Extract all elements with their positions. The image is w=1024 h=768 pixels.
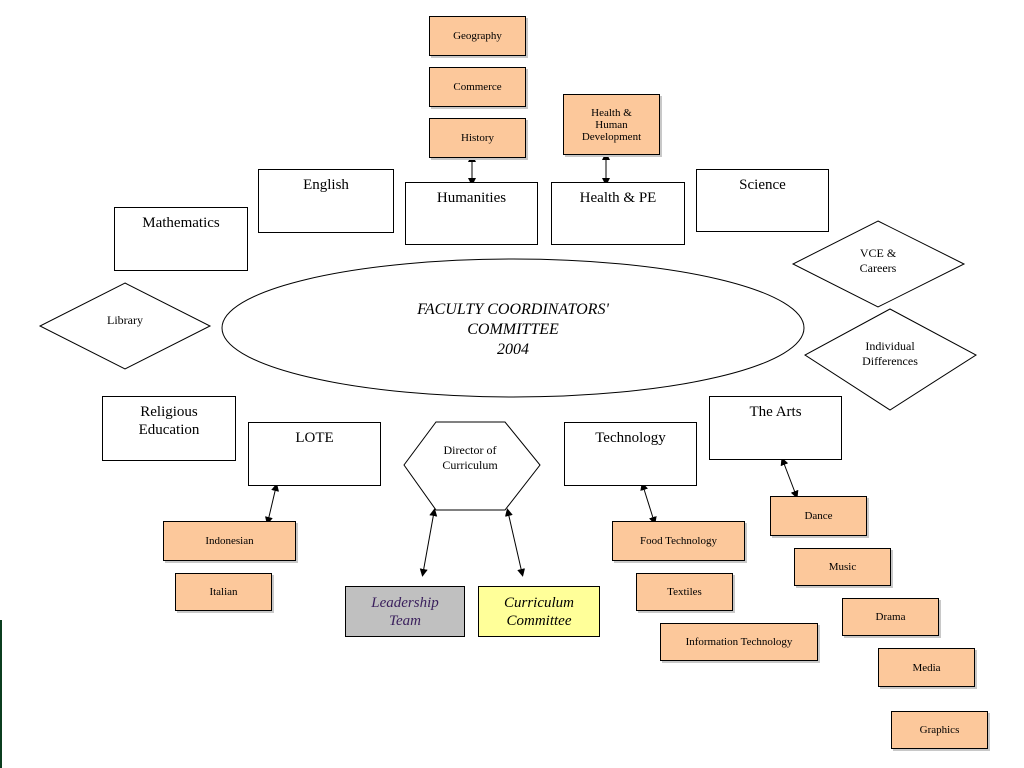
faculty-lote-label: LOTE: [295, 430, 334, 446]
subject-music[interactable]: Music: [794, 548, 891, 586]
faculty-religious-education[interactable]: Religious Education: [102, 396, 236, 461]
subject-italian-label: Italian: [209, 586, 238, 598]
faculty-mathematics[interactable]: Mathematics: [114, 207, 248, 271]
subject-hhd-line-1: Health &: [591, 106, 632, 119]
faculty-science[interactable]: Science: [696, 169, 829, 232]
faculty-health-pe-label: Health & PE: [579, 190, 657, 206]
subject-dance-label: Dance: [804, 510, 833, 522]
faculty-technology[interactable]: Technology: [564, 422, 697, 486]
committee-line-2: COMMITTEE: [467, 321, 559, 338]
subject-indonesian[interactable]: Indonesian: [163, 521, 296, 561]
arrow-arts-dance: [780, 457, 799, 499]
faculty-english-label: English: [303, 177, 349, 193]
committee-line-1: FACULTY COORDINATORS': [417, 301, 609, 318]
subject-drama-label: Drama: [875, 611, 906, 623]
faculty-science-label: Science: [739, 177, 786, 193]
vce-careers-diamond: [791, 220, 966, 308]
individual-differences-diamond: [804, 308, 977, 411]
subject-history-label: History: [461, 132, 494, 144]
individual-differences-line-1: Individual: [865, 339, 915, 353]
subject-indonesian-label: Indonesian: [205, 535, 254, 547]
subject-textiles-label: Textiles: [667, 586, 702, 598]
subject-information-technology-label: Information Technology: [685, 636, 793, 648]
vce-careers-label: VCE & Careers: [838, 243, 918, 279]
subject-textiles[interactable]: Textiles: [636, 573, 733, 611]
faculty-technology-label: Technology: [595, 430, 666, 446]
director-line-2: Curriculum: [442, 458, 498, 472]
leadership-team-box[interactable]: Leadership Team: [345, 586, 465, 637]
library-diamond: [38, 282, 212, 370]
faculty-english[interactable]: English: [258, 169, 394, 233]
subject-italian[interactable]: Italian: [175, 573, 272, 611]
subject-commerce-label: Commerce: [453, 81, 502, 93]
arrow-director-curriculum-committee: [504, 508, 526, 577]
committee-title: FACULTY COORDINATORS' COMMITTEE 2004: [360, 297, 666, 363]
faculty-the-arts[interactable]: The Arts: [709, 396, 842, 460]
subject-graphics-label: Graphics: [919, 724, 960, 736]
faculty-humanities[interactable]: Humanities: [405, 182, 538, 245]
subject-media-label: Media: [912, 661, 941, 674]
subject-hhd-line-2: Human: [595, 118, 628, 131]
committee-line-3: 2004: [497, 341, 529, 358]
vce-careers-line-2: Careers: [859, 261, 897, 275]
subject-geography-label: Geography: [453, 30, 502, 42]
faculty-mathematics-label: Mathematics: [142, 215, 220, 231]
subject-music-label: Music: [828, 561, 857, 573]
subject-commerce[interactable]: Commerce: [429, 67, 526, 107]
committee-ellipse: [221, 258, 805, 398]
individual-differences-label: Individual Differences: [845, 336, 935, 372]
subject-media[interactable]: Media: [878, 648, 975, 687]
leadership-team-line-1: Leadership: [371, 594, 439, 611]
subject-drama[interactable]: Drama: [842, 598, 939, 636]
curriculum-committee-line-2: Committee: [506, 612, 572, 629]
arrow-director-leadership: [419, 508, 438, 577]
subject-hhd-line-3: Development: [581, 130, 642, 143]
subject-graphics[interactable]: Graphics: [891, 711, 988, 749]
faculty-the-arts-label: The Arts: [749, 404, 802, 420]
leadership-team-line-2: Team: [389, 612, 421, 629]
curriculum-committee-line-1: Curriculum: [503, 594, 574, 611]
library-label: Library: [85, 311, 165, 329]
director-label: Director of Curriculum: [420, 440, 520, 476]
faculty-humanities-label: Humanities: [436, 190, 507, 206]
subject-geography[interactable]: Geography: [429, 16, 526, 56]
director-line-1: Director of: [443, 443, 497, 457]
faculty-lote[interactable]: LOTE: [248, 422, 381, 486]
subject-history[interactable]: History: [429, 118, 526, 158]
subject-health-human-development[interactable]: Health & Human Development: [563, 94, 660, 155]
individual-differences-line-2: Differences: [862, 354, 918, 368]
subject-food-technology[interactable]: Food Technology: [612, 521, 745, 561]
faculty-religious-education-line-2: Education: [138, 422, 200, 438]
faculty-health-pe[interactable]: Health & PE: [551, 182, 685, 245]
left-edge-line: [0, 620, 2, 768]
subject-food-technology-label: Food Technology: [640, 535, 717, 547]
vce-careers-line-1: VCE &: [859, 246, 897, 260]
curriculum-committee-box[interactable]: Curriculum Committee: [478, 586, 600, 637]
faculty-religious-education-line-1: Religious: [140, 404, 198, 420]
library-text: Library: [107, 312, 143, 327]
arrow-lote-indonesian: [265, 483, 279, 525]
subject-dance[interactable]: Dance: [770, 496, 867, 536]
subject-information-technology[interactable]: Information Technology: [660, 623, 818, 661]
arrow-technology-food: [640, 482, 657, 525]
